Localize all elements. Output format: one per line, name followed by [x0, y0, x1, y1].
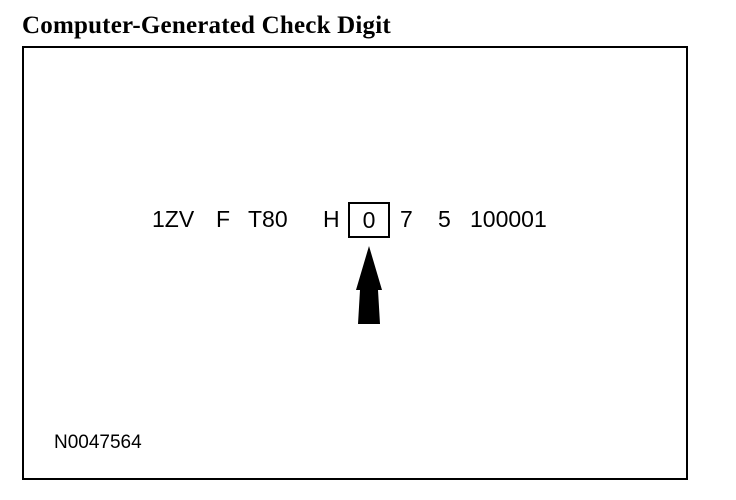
vin-segment-6: 5 — [438, 206, 451, 232]
figure-title: Computer-Generated Check Digit — [22, 12, 391, 39]
vin-segment-3: H — [323, 206, 340, 232]
up-arrow-icon — [356, 246, 382, 324]
vin-segment-1: F — [216, 206, 231, 232]
vin-segment-wmi: 1ZV — [152, 206, 195, 232]
vin-segment-serial: 100001 — [470, 206, 547, 232]
vin-segment-2: T80 — [248, 206, 288, 232]
check-digit: 0 — [362, 207, 376, 233]
diagram-frame — [22, 46, 688, 480]
reference-number: N0047564 — [54, 432, 142, 453]
vin-segment-5: 7 — [400, 206, 413, 232]
check-digit-box: 0 — [348, 202, 390, 238]
